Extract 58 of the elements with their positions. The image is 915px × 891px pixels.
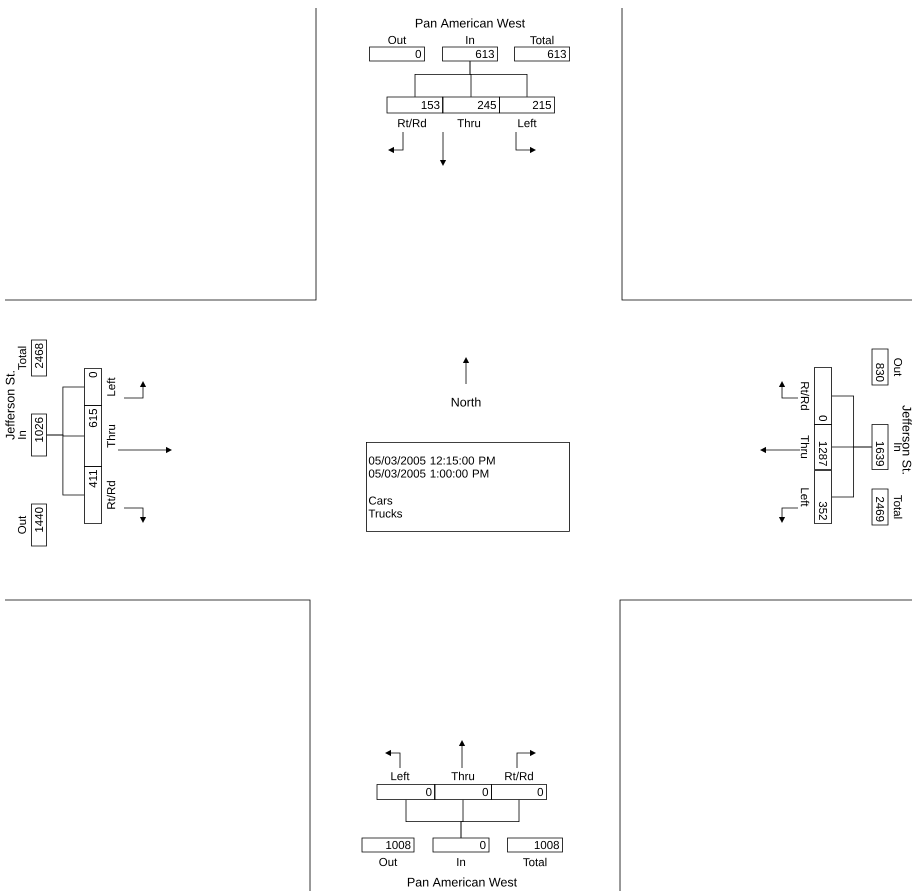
column-label: Rt/Rd (800, 382, 810, 410)
column-label: Out (18, 516, 26, 534)
column-label: Out (388, 36, 406, 44)
column-label: Rt/Rd (398, 118, 426, 128)
count-box: 0 (814, 367, 832, 425)
street-name: Jefferson St. (5, 371, 15, 440)
count-box: 1026 (31, 414, 47, 456)
street-name: Pan American West (416, 18, 526, 28)
column-label: In (457, 858, 466, 866)
count-box: 1440 (31, 504, 47, 546)
count-box: 1639 (872, 424, 888, 470)
count-box: 613 (442, 46, 498, 62)
count-box: 411 (84, 466, 102, 524)
count-box: 352 (814, 470, 832, 524)
count-box: 1287 (814, 424, 832, 470)
column-label: Out (894, 358, 902, 376)
column-label: Rt/Rd (505, 772, 533, 780)
column-label: Left (391, 772, 410, 780)
bracket-line (470, 61, 528, 97)
count-box: 245 (442, 96, 500, 114)
column-label: Thru (457, 118, 480, 128)
column-label: In (466, 36, 474, 44)
column-label: Rt/Rd (106, 481, 116, 509)
column-label: In (894, 443, 902, 452)
count-box: 2469 (872, 488, 888, 526)
count-box: 0 (491, 784, 547, 800)
count-box: 0 (376, 784, 436, 800)
count-box: 1008 (507, 838, 563, 852)
column-label: Total (523, 858, 546, 866)
count-box: 615 (84, 405, 102, 467)
count-box: 2468 (31, 340, 47, 376)
north-label: North (452, 397, 480, 407)
street-name: Pan American West (408, 877, 518, 887)
count-box: 830 (872, 348, 888, 386)
count-box: 613 (514, 46, 570, 62)
count-box: 0 (84, 368, 102, 406)
column-label: Total (530, 36, 554, 44)
column-label: Left (518, 118, 536, 128)
street-name: Jefferson St. (902, 405, 912, 474)
count-box: 0 (434, 784, 492, 800)
count-box: 1008 (362, 838, 414, 852)
count-box: 153 (386, 96, 444, 114)
column-label: Left (106, 378, 116, 396)
column-label: Thru (800, 435, 810, 458)
bracket-line (832, 446, 872, 498)
column-label: Thru (451, 772, 474, 780)
bracket-line (460, 800, 520, 838)
count-box: 0 (369, 46, 425, 62)
count-box: 0 (432, 838, 490, 852)
bracket-line (46, 434, 84, 496)
column-label: Out (379, 858, 398, 866)
count-box: 215 (499, 96, 555, 114)
column-label: Total (18, 346, 26, 370)
column-label: Total (894, 495, 902, 518)
column-label: In (18, 430, 26, 439)
column-label: Thru (106, 424, 116, 448)
column-label: Left (800, 488, 810, 506)
info-box: 05/03/2005 12:15:00 PM 05/03/2005 1:00:00 PM Cars Trucks (366, 442, 570, 532)
